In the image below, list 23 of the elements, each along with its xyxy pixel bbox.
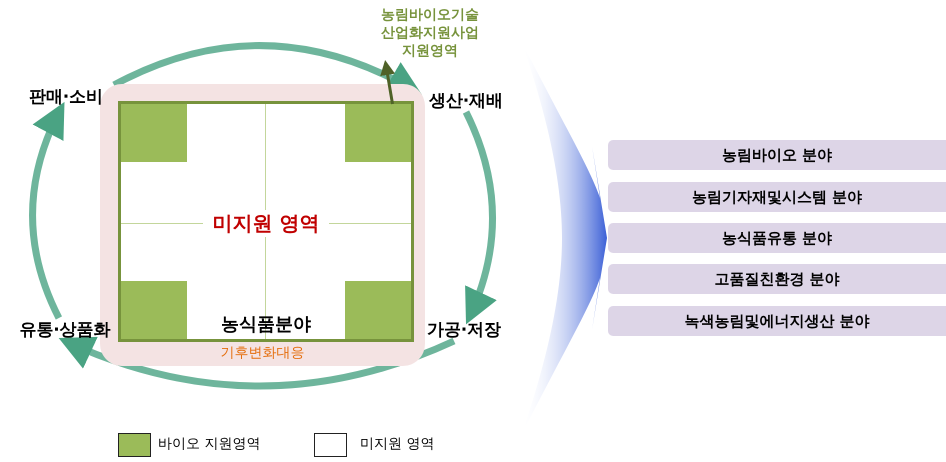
leader-arrow bbox=[380, 60, 395, 104]
stage-label: 유통·상품화 bbox=[4, 318, 126, 341]
legend-label: 바이오 지원영역 bbox=[158, 435, 260, 453]
stage-label: 생산·재배 bbox=[416, 89, 516, 112]
field-box: 농림기자재및시스템 분야 bbox=[608, 182, 946, 212]
support-label: 농림바이오기술 산업화지원사업 지원영역 bbox=[370, 6, 490, 60]
supported-square bbox=[345, 281, 411, 339]
field-box: 녹색농림및에너지생산 분야 bbox=[608, 306, 946, 336]
stage-label: 가공·저장 bbox=[414, 318, 514, 341]
field-label: 농식품분야 bbox=[220, 313, 312, 336]
band-caption: 기후변화대응 bbox=[220, 344, 306, 362]
cycle-arrow bbox=[58, 336, 456, 390]
field-box: 고품질친환경 분야 bbox=[608, 264, 946, 294]
supported-square bbox=[345, 104, 411, 162]
area-label: 미지원 영역 bbox=[203, 210, 329, 237]
field-box: 농림바이오 분야 bbox=[608, 140, 946, 170]
cycle-arrow bbox=[462, 110, 496, 324]
legend-label: 미지원 영역 bbox=[360, 435, 434, 453]
field-box: 농식품유통 분야 bbox=[608, 223, 946, 253]
stage-label: 판매·소비 bbox=[18, 85, 114, 108]
field-frame bbox=[118, 101, 414, 342]
supported-square bbox=[121, 281, 187, 339]
supported-square bbox=[121, 104, 187, 162]
